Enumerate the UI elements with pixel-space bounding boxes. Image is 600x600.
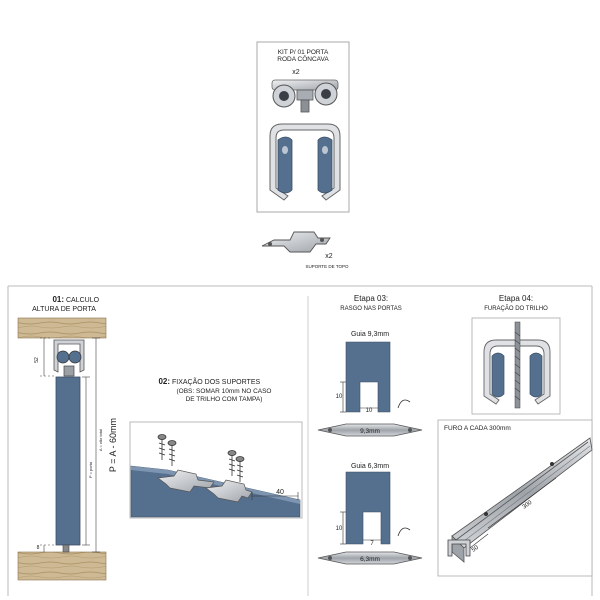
step4-dimensions	[469, 477, 557, 549]
step1-title-line2: ALTURA DE PORTA	[32, 306, 96, 313]
step2-title-line1: FIXAÇÃO DOS SUPORTES	[172, 377, 260, 386]
kit-title-line2: RODA CÔNCAVA	[277, 54, 329, 63]
step2-section: 02: FIXAÇÃO DOS SUPORTES (OBS: SOMAR 10m…	[129, 377, 303, 519]
top-support-icon: x2 SUPORTE DE TOPO	[261, 231, 349, 269]
support-qty: x2	[325, 253, 333, 260]
guide1-width: 10	[366, 408, 373, 414]
step1-dimensions	[40, 337, 100, 553]
guide1-bar	[317, 423, 423, 437]
step1-dim-top: 52	[34, 357, 40, 363]
guide2-width: 7	[370, 541, 374, 547]
step4-rail-icon	[447, 437, 593, 563]
step1-formula: P = A - 60mm	[108, 418, 118, 472]
guide2-door-slot	[345, 471, 391, 545]
floor-wood	[17, 551, 107, 581]
guide2-bar-label: 6,3mm	[360, 556, 380, 563]
wheel-carriage-icon	[271, 79, 339, 113]
step1-number: 01:	[52, 295, 64, 304]
step1-label-vao: A = vão total	[98, 429, 103, 451]
step2-screws	[157, 434, 245, 482]
door-panel	[55, 376, 81, 546]
guide1-label: Guia 9,3mm	[351, 331, 389, 338]
guide2-bar	[317, 551, 423, 565]
guide2-arrow-icon	[397, 527, 411, 537]
step4-dim-long: 300	[522, 499, 534, 510]
step3-title: Etapa 03:	[354, 294, 388, 303]
step2-dim: 40	[276, 489, 284, 496]
rail-profile-icon	[269, 123, 341, 201]
step4-subtitle: FURAÇÃO DO TRILHO	[484, 305, 548, 312]
support-label: SUPORTE DE TOPO	[305, 264, 349, 269]
guide1-height: 10	[336, 394, 343, 400]
step2-title-line2: (OBS: SOMAR 10mm NO CASO	[177, 388, 272, 395]
step4-rail-profile-icon	[483, 321, 551, 409]
step1-rail-icon	[53, 339, 85, 377]
step1-label-porta: P = porta	[88, 461, 93, 478]
wheel-qty: x2	[292, 69, 300, 76]
step1-dim-bottom: 8	[37, 545, 40, 551]
step4-title: Etapa 04:	[499, 294, 533, 303]
guide2-height: 10	[336, 526, 343, 532]
step4-note: FURO A CADA 300mm	[444, 425, 511, 432]
step1-section: 01: CALCULO ALTURA DE PORTA	[17, 295, 118, 581]
step3-subtitle: RASGO NAS PORTAS	[340, 306, 401, 312]
step4-section: Etapa 04: FURAÇÃO DO TRILHO FURO A CADA …	[437, 294, 593, 577]
guide1-arrow-icon	[397, 399, 411, 409]
step2-number: 02:	[158, 377, 170, 386]
step2-title-line3: DE TRILHO COM TAMPA)	[186, 396, 263, 403]
guide1-door-slot	[345, 341, 391, 413]
kit-panel: KIT P/ 01 PORTA RODA CÔNCAVA x2	[256, 41, 350, 213]
step4-dim-short: 50	[471, 544, 480, 553]
guide2-label: Guia 6,3mm	[351, 463, 389, 470]
floor-guide	[62, 544, 70, 553]
step2-support-brackets	[157, 469, 253, 503]
step1-title-line1: CALCULO	[66, 297, 100, 304]
header-beam	[17, 317, 107, 339]
step3-section: Etapa 03: RASGO NAS PORTAS Guia 9,3mm 10…	[317, 294, 423, 565]
step2-dimension	[251, 492, 299, 500]
guide1-bar-label: 9,3mm	[360, 428, 380, 435]
kit-title-line1: KIT P/ 01 PORTA	[278, 49, 329, 56]
